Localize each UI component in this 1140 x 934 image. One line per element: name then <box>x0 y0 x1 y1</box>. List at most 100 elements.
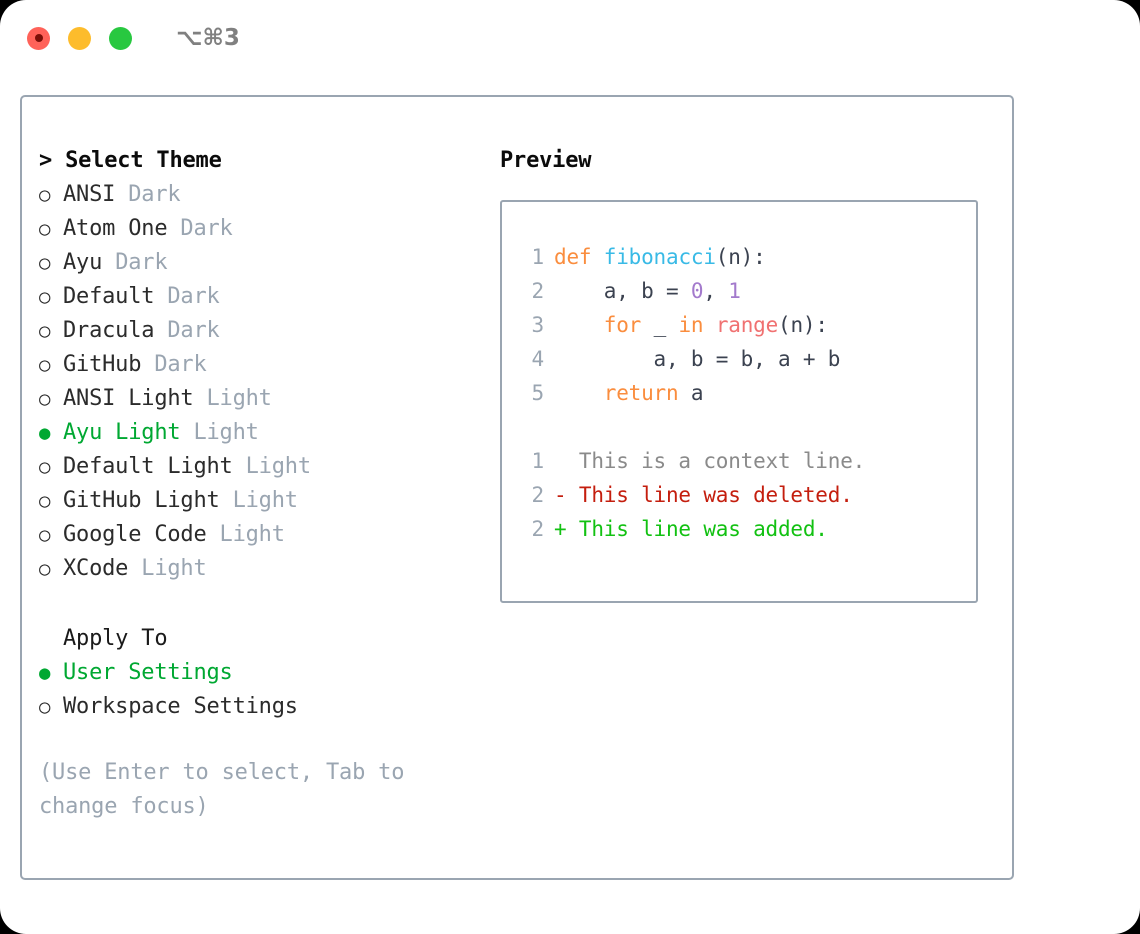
theme-picker-column: > Select Theme ○ANSI Dark○Atom One Dark○… <box>39 144 479 824</box>
theme-option-kind: Light <box>232 488 298 513</box>
apply-to-section: Apply To ●User Settings○Workspace Settin… <box>39 622 479 724</box>
theme-option-10[interactable]: ○ Google Code Light <box>39 518 479 552</box>
code-line-2: 3 for _ in range(n): <box>518 308 976 342</box>
theme-option-kind: Light <box>245 454 311 479</box>
theme-option-name: GitHub Light <box>63 488 233 513</box>
token-builtin: range <box>715 313 779 337</box>
radio-unselected-icon: ○ <box>39 354 51 376</box>
line-number: 2 <box>531 517 545 541</box>
theme-option-6[interactable]: ○ANSI Light Light <box>39 382 479 416</box>
code-text: for _ in range(n): <box>554 308 828 342</box>
theme-list[interactable]: ○ANSI Dark○Atom One Dark○Ayu Dark○Defaul… <box>39 178 479 586</box>
code-spacer <box>518 410 976 444</box>
theme-option-kind: Light <box>141 556 207 581</box>
radio-selected-icon: ● <box>39 422 51 444</box>
code-text: def fibonacci(n): <box>554 240 766 274</box>
minimize-button-icon[interactable] <box>68 26 91 50</box>
apply-to-list[interactable]: ●User Settings○Workspace Settings <box>39 656 479 724</box>
token-kw: for <box>603 313 642 337</box>
line-number: 1 <box>531 449 545 473</box>
select-theme-heading: > Select Theme <box>39 148 222 173</box>
token-kw: in <box>678 313 704 337</box>
radio-unselected-icon: ○ <box>39 252 51 274</box>
line-number: 3 <box>531 313 545 337</box>
code-text: a, b = 0, 1 <box>554 274 741 308</box>
radio-unselected-icon: ○ <box>39 524 51 546</box>
token-plain: (n): <box>778 313 828 337</box>
apply-to-option-1[interactable]: ○Workspace Settings <box>39 690 479 724</box>
code-text: a, b = b, a + b <box>554 342 841 376</box>
diff-text-del: - This line was deleted. <box>554 483 853 507</box>
theme-option-name: ANSI Light <box>63 386 207 411</box>
token-plain <box>554 313 604 337</box>
theme-option-kind: Dark <box>167 318 220 343</box>
line-number: 2 <box>531 483 545 507</box>
diff-sample: 1 This is a context line.2- This line wa… <box>518 444 976 546</box>
theme-option-7[interactable]: ● Ayu Light Light <box>39 416 479 450</box>
radio-unselected-icon: ○ <box>39 558 51 580</box>
apply-to-option-0[interactable]: ●User Settings <box>39 656 479 690</box>
diff-line-1: 2 - This line was deleted. <box>518 478 976 512</box>
token-fn: fibonacci <box>603 245 716 269</box>
token-plain: a <box>678 381 704 405</box>
token-plain: _ <box>641 313 679 337</box>
window-controls <box>27 26 132 50</box>
close-button-icon[interactable] <box>27 26 50 50</box>
theme-option-kind: Dark <box>128 182 181 207</box>
theme-option-name: Dracula <box>63 318 168 343</box>
radio-unselected-icon: ○ <box>39 456 51 478</box>
radio-unselected-icon: ○ <box>39 184 51 206</box>
keyboard-shortcut-label: ⌥⌘3 <box>176 25 240 51</box>
token-num: 0 <box>690 279 704 303</box>
radio-unselected-icon: ○ <box>39 218 51 240</box>
theme-option-name: Ayu Light <box>63 420 194 445</box>
token-num: 1 <box>728 279 741 303</box>
theme-option-2[interactable]: ○Ayu Dark <box>39 246 479 280</box>
preview-heading: Preview <box>500 148 592 173</box>
theme-option-kind: Light <box>219 522 285 547</box>
radio-unselected-icon: ○ <box>39 388 51 410</box>
radio-unselected-icon: ○ <box>39 320 51 342</box>
token-plain: (n): <box>715 245 766 269</box>
code-text: return a <box>554 376 704 410</box>
theme-option-name: Default <box>63 284 168 309</box>
theme-option-name: Ayu <box>63 250 116 275</box>
radio-selected-icon: ● <box>39 662 51 684</box>
theme-option-8[interactable]: ○ Default Light Light <box>39 450 479 484</box>
theme-option-11[interactable]: ○XCode Light <box>39 552 479 586</box>
title-bar: ⌥⌘3 <box>0 0 1140 76</box>
main-panel: > Select Theme ○ANSI Dark○Atom One Dark○… <box>20 95 1014 880</box>
theme-option-0[interactable]: ○ANSI Dark <box>39 178 479 212</box>
radio-unselected-icon: ○ <box>39 286 51 308</box>
zoom-button-icon[interactable] <box>109 26 132 50</box>
line-number: 2 <box>531 279 545 303</box>
line-number: 4 <box>531 347 545 371</box>
theme-option-1[interactable]: ○Atom One Dark <box>39 212 479 246</box>
code-line-0: 1 def fibonacci(n): <box>518 240 976 274</box>
theme-option-kind: Dark <box>154 352 207 377</box>
theme-option-name: Default Light <box>63 454 246 479</box>
theme-option-name: GitHub <box>63 352 155 377</box>
apply-to-heading: Apply To <box>63 626 168 651</box>
theme-option-5[interactable]: ○ GitHub Dark <box>39 348 479 382</box>
theme-option-kind: Dark <box>167 284 220 309</box>
code-line-3: 4 a, b = b, a + b <box>518 342 976 376</box>
close-button-core <box>34 34 43 42</box>
token-plain: a, b = b, a + b <box>554 347 841 371</box>
code-line-4: 5 return a <box>518 376 976 410</box>
theme-option-3[interactable]: ○ Default Dark <box>39 280 479 314</box>
apply-to-option-name: Workspace Settings <box>63 694 298 719</box>
token-plain <box>703 313 715 337</box>
theme-option-4[interactable]: ○ Dracula Dark <box>39 314 479 348</box>
code-line-1: 2 a, b = 0, 1 <box>518 274 976 308</box>
diff-text-add: + This line was added. <box>554 517 828 541</box>
token-plain <box>554 381 604 405</box>
token-kw: return <box>603 381 679 405</box>
theme-option-kind: Light <box>193 420 259 445</box>
theme-option-9[interactable]: ○GitHub Light Light <box>39 484 479 518</box>
theme-option-name: Google Code <box>63 522 220 547</box>
line-number: 1 <box>531 245 545 269</box>
